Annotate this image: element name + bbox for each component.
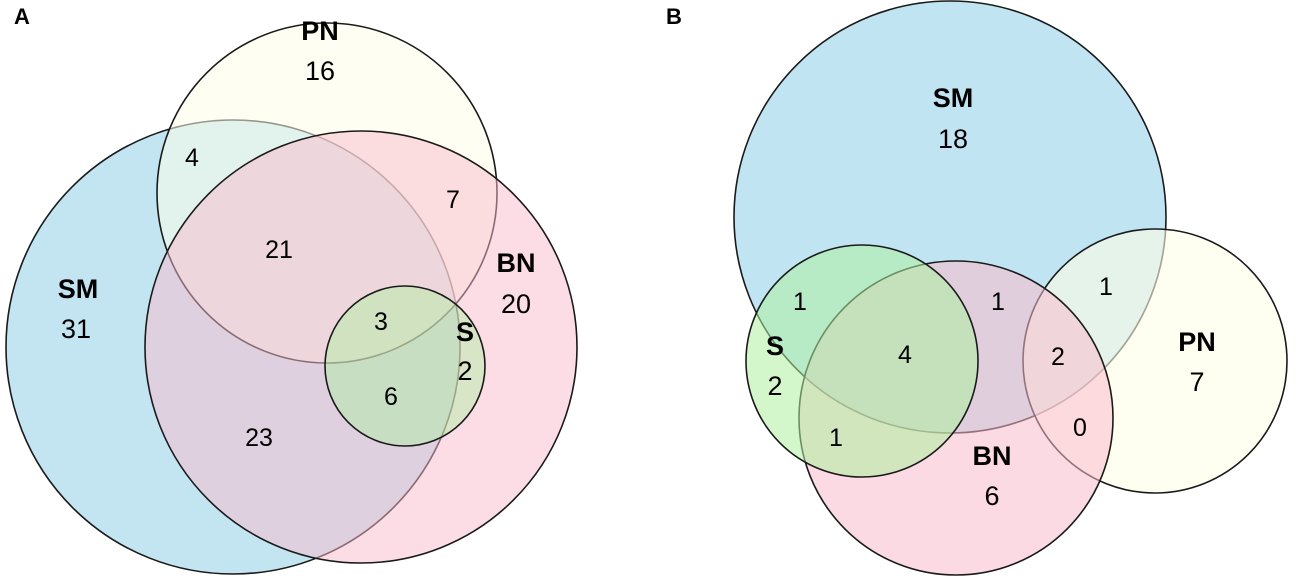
panel-a-region-sm-bn-s: 6	[384, 383, 398, 411]
panel-b-pn-count: 7	[1189, 367, 1204, 397]
panel-b-region-sm-s: 1	[793, 288, 807, 316]
panel-a-s-count: 2	[457, 356, 472, 386]
panel-a-s-name: S	[456, 317, 474, 347]
panel-b-region-sm-bn-pn: 2	[1051, 343, 1065, 371]
panel-b-s-count: 2	[767, 371, 782, 401]
panel-a: A PN 16 SM 31 BN 20 S 2 4 7 21 3 6 23	[5, 4, 578, 575]
panel-b-sm-name: SM	[933, 83, 974, 113]
panel-b-pn-name: PN	[1178, 327, 1216, 357]
panel-a-region-sm-pn-bn-s: 3	[374, 308, 388, 336]
panel-a-label: A	[14, 4, 30, 29]
panel-a-sm-count: 31	[61, 314, 91, 344]
panel-b-label: B	[666, 4, 682, 29]
panel-a-pn-name: PN	[301, 16, 339, 46]
panel-a-pn-count: 16	[305, 56, 335, 86]
panel-a-bn-name: BN	[497, 248, 536, 278]
panel-b: B SM 18 PN 7 BN 6 S 2 1 4 1 1 2 1 0	[666, 0, 1288, 576]
panel-b-s-name: S	[766, 331, 784, 361]
panel-a-region-sm-bn: 23	[245, 424, 273, 452]
panel-b-region-bn-pn: 0	[1073, 414, 1087, 442]
panel-a-bn-count: 20	[501, 289, 531, 319]
panel-b-region-sm-pn: 1	[1099, 273, 1113, 301]
panel-b-region-sm-s-bn: 4	[898, 341, 912, 369]
panel-b-bn-name: BN	[973, 441, 1012, 471]
panel-b-circle-s	[745, 244, 979, 478]
panel-b-region-sm-bn: 1	[991, 288, 1005, 316]
panel-a-region-pn-bn: 7	[446, 186, 460, 214]
panel-a-circle-bn	[144, 130, 578, 564]
panel-b-bn-count: 6	[984, 481, 999, 511]
panel-a-circle-s	[324, 285, 486, 447]
panel-b-region-s-bn: 1	[829, 424, 843, 452]
panel-a-sm-name: SM	[58, 274, 99, 304]
panel-a-region-sm-pn: 4	[185, 144, 199, 172]
panel-b-sm-count: 18	[938, 124, 968, 154]
panel-a-region-sm-pn-bn: 21	[265, 236, 293, 264]
